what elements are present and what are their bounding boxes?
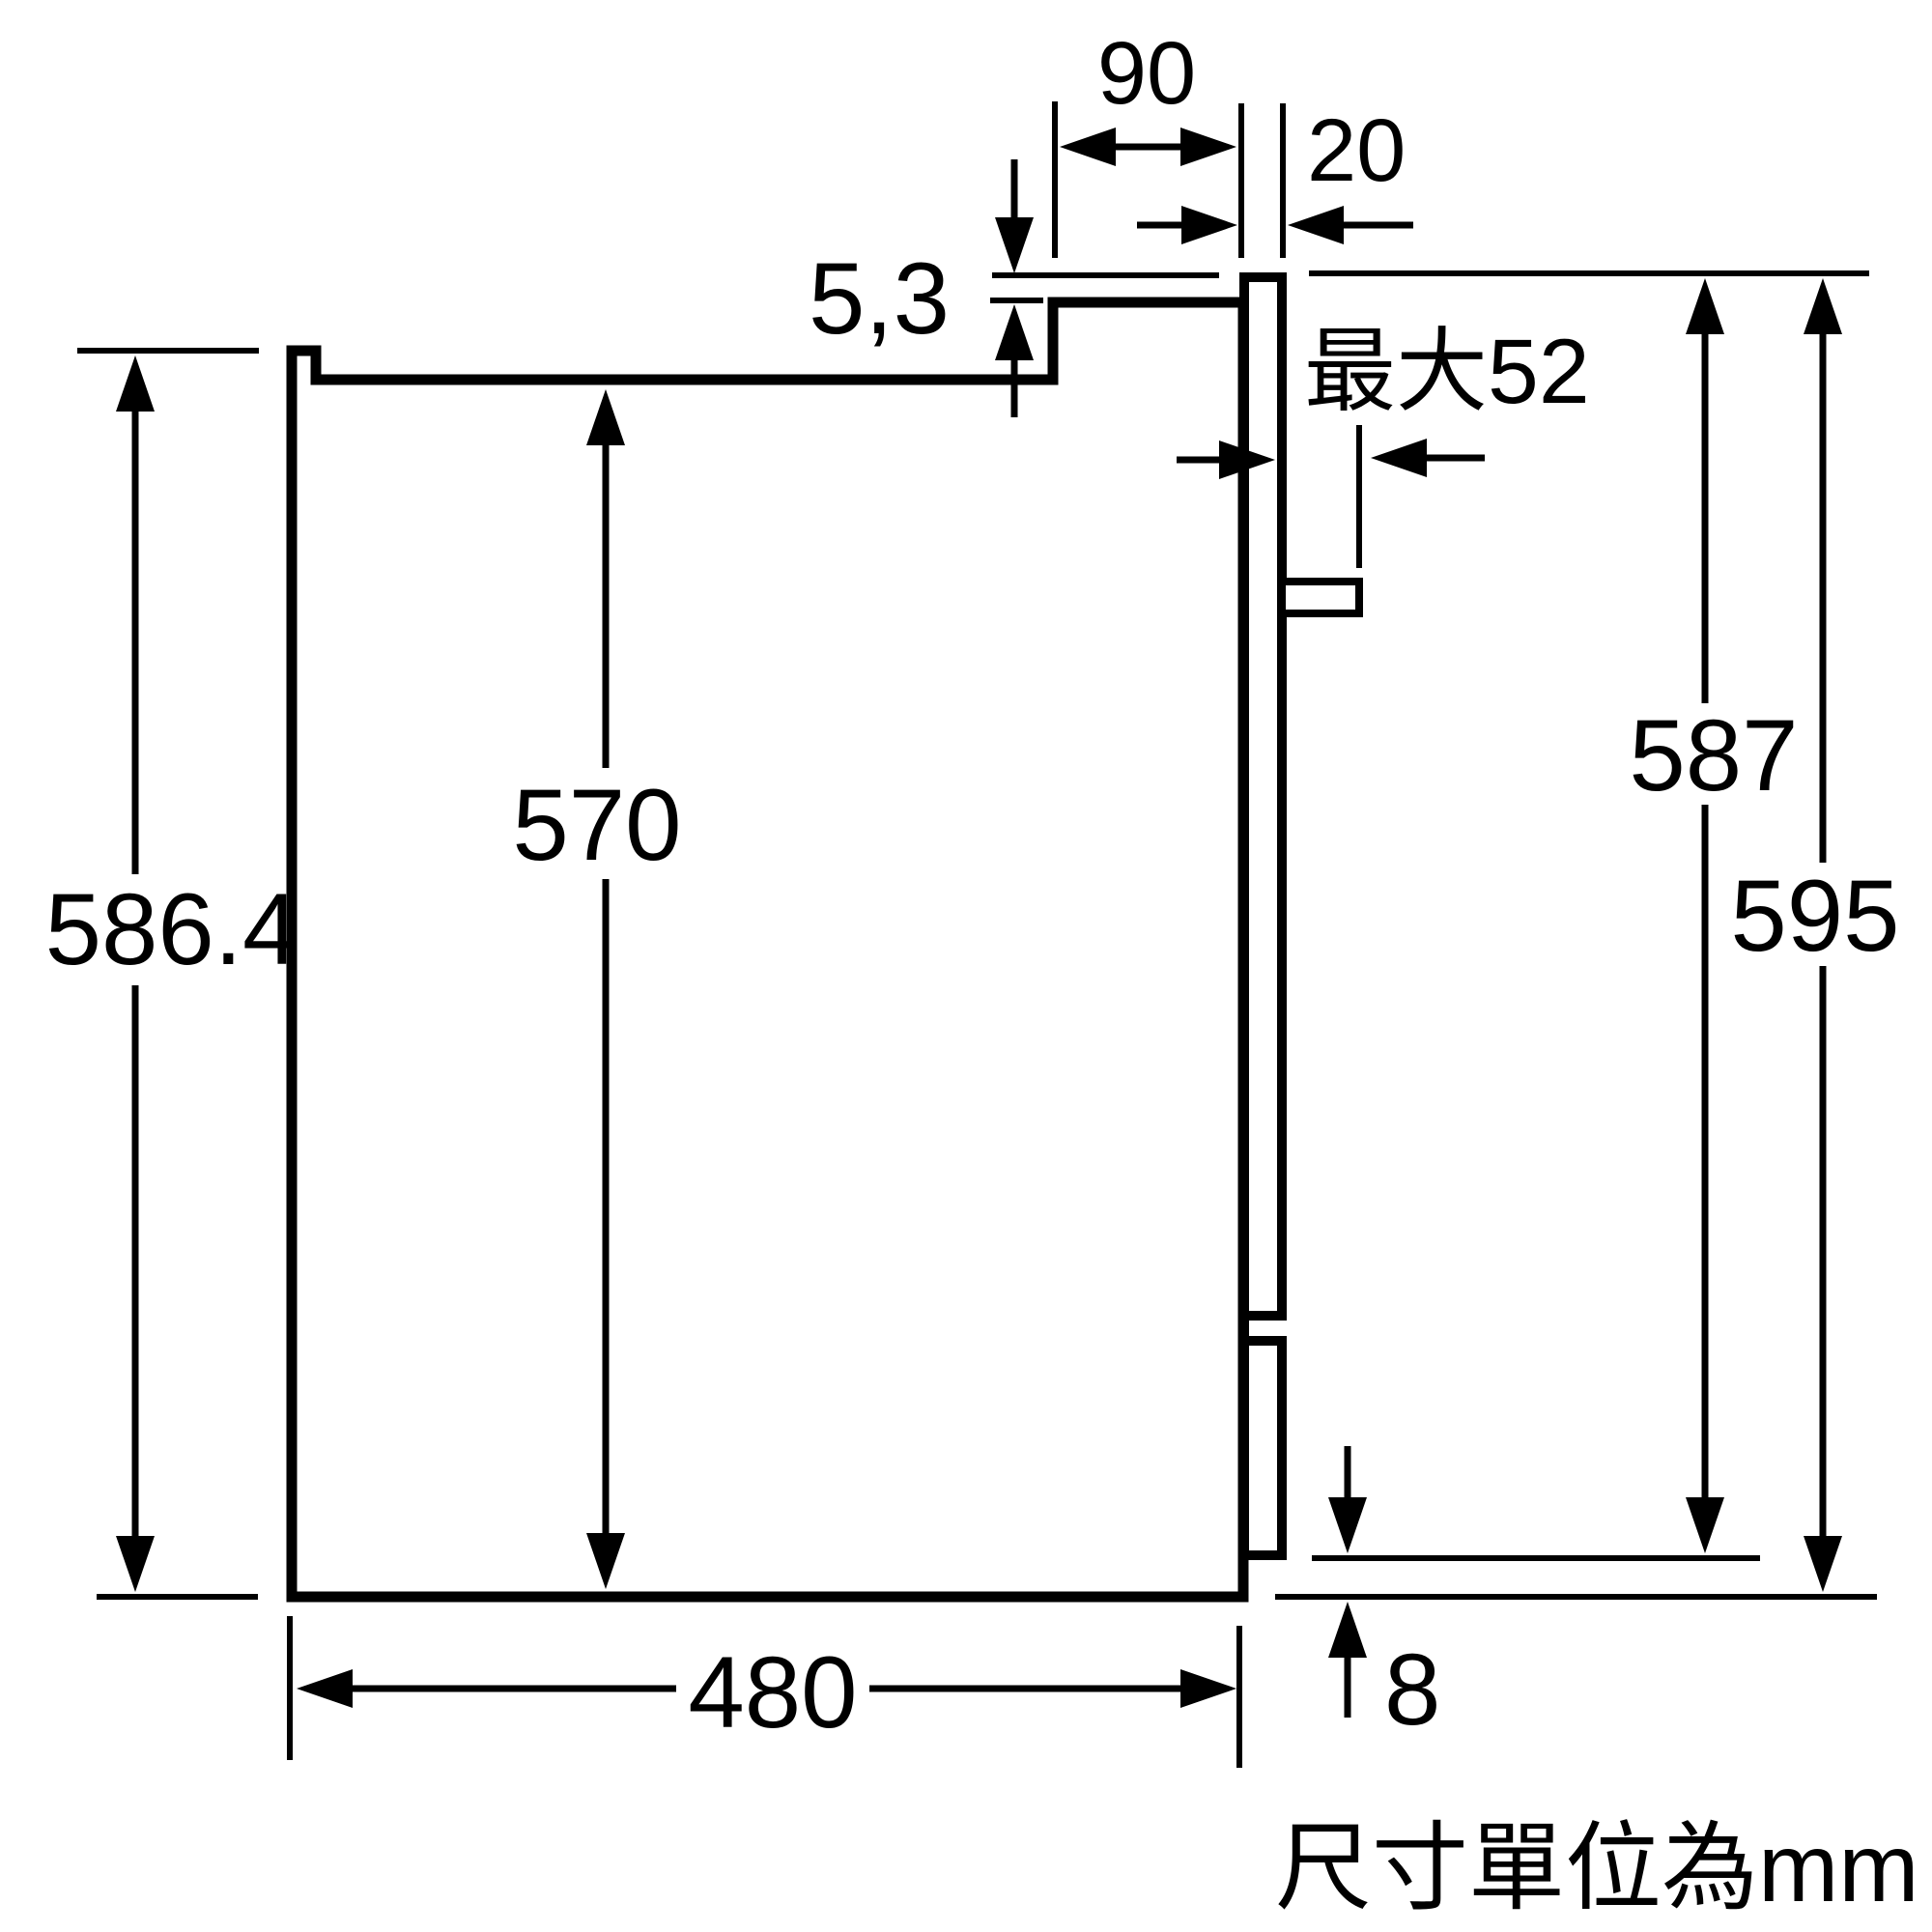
label-total-height: 595: [1730, 860, 1899, 973]
label-body-depth: 480: [688, 1636, 857, 1749]
label-front-protrusion: 20: [1307, 101, 1406, 200]
arrow-down-icon: [586, 1533, 625, 1589]
arrow-up-icon: [116, 355, 155, 412]
label-top-recess-depth: 90: [1097, 24, 1196, 123]
label-interior-height: 570: [512, 769, 681, 882]
arrow-left-icon: [1060, 128, 1116, 166]
arrow-down-icon: [995, 217, 1034, 273]
unit-note: 尺寸單位為mm: [1275, 1814, 1919, 1922]
label-top-gap: 5,3: [809, 242, 950, 355]
label-bottom-offset: 8: [1384, 1634, 1440, 1747]
arrow-up-icon: [586, 389, 625, 445]
label-door-bottom-height: 587: [1629, 699, 1798, 812]
label-handle-max-depth: 最大52: [1304, 321, 1590, 423]
arrow-left-icon: [297, 1669, 353, 1708]
arrow-up-icon: [995, 304, 1034, 360]
arrow-down-icon: [116, 1536, 155, 1592]
arrow-up-icon: [1328, 1602, 1367, 1658]
door-handle: [1278, 578, 1363, 617]
arrow-right-icon: [1180, 128, 1236, 166]
oven-body-outline: [286, 297, 1249, 1603]
label-body-height: 586.4: [45, 873, 299, 986]
arrow-left-icon: [1288, 206, 1344, 244]
arrow-down-icon: [1328, 1497, 1367, 1553]
arrow-up-icon: [1804, 278, 1842, 334]
arrow-right-icon: [1219, 440, 1275, 479]
arrow-left-icon: [1371, 439, 1427, 477]
arrow-up-icon: [1686, 278, 1724, 334]
arrow-right-icon: [1180, 1669, 1236, 1708]
arrow-down-icon: [1804, 1536, 1842, 1592]
arrow-down-icon: [1686, 1497, 1724, 1553]
arrow-right-icon: [1181, 206, 1237, 244]
